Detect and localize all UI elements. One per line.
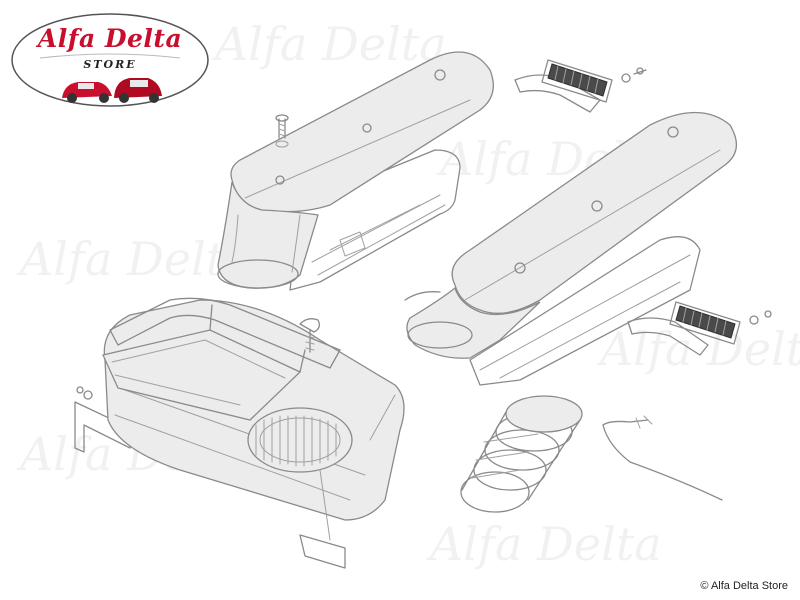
watermark-text: Alfa Delta: [426, 517, 662, 571]
car-icon: [62, 82, 112, 103]
car-icon: [114, 78, 162, 103]
watermark-pattern: Alfa Delta Alfa Delta Alfa Delta Alfa De…: [16, 17, 800, 571]
logo-title: Alfa Delta: [37, 24, 183, 53]
air-filter-housing: [74, 297, 405, 569]
screw: [275, 114, 289, 148]
copyright-notice: © Alfa Delta Store: [700, 580, 788, 592]
watermark-text: Alfa Delta: [211, 17, 447, 71]
store-logo[interactable]: Alfa Delta STORE: [10, 10, 210, 110]
vent-grille-upper: [514, 59, 647, 113]
wing-screw: [299, 318, 320, 353]
vent-grille-lower: [627, 301, 772, 356]
watermark-text: Alfa Delta: [16, 232, 252, 286]
logo-badge-icon: [11, 13, 209, 107]
corrugated-hose: [460, 395, 583, 513]
air-intake-cover-upper: [217, 51, 494, 291]
watermark-text: Alfa Delta: [596, 322, 800, 376]
air-intake-cover-right: [404, 111, 737, 386]
logo-subtitle: STORE: [83, 58, 137, 71]
cable: [602, 415, 723, 501]
